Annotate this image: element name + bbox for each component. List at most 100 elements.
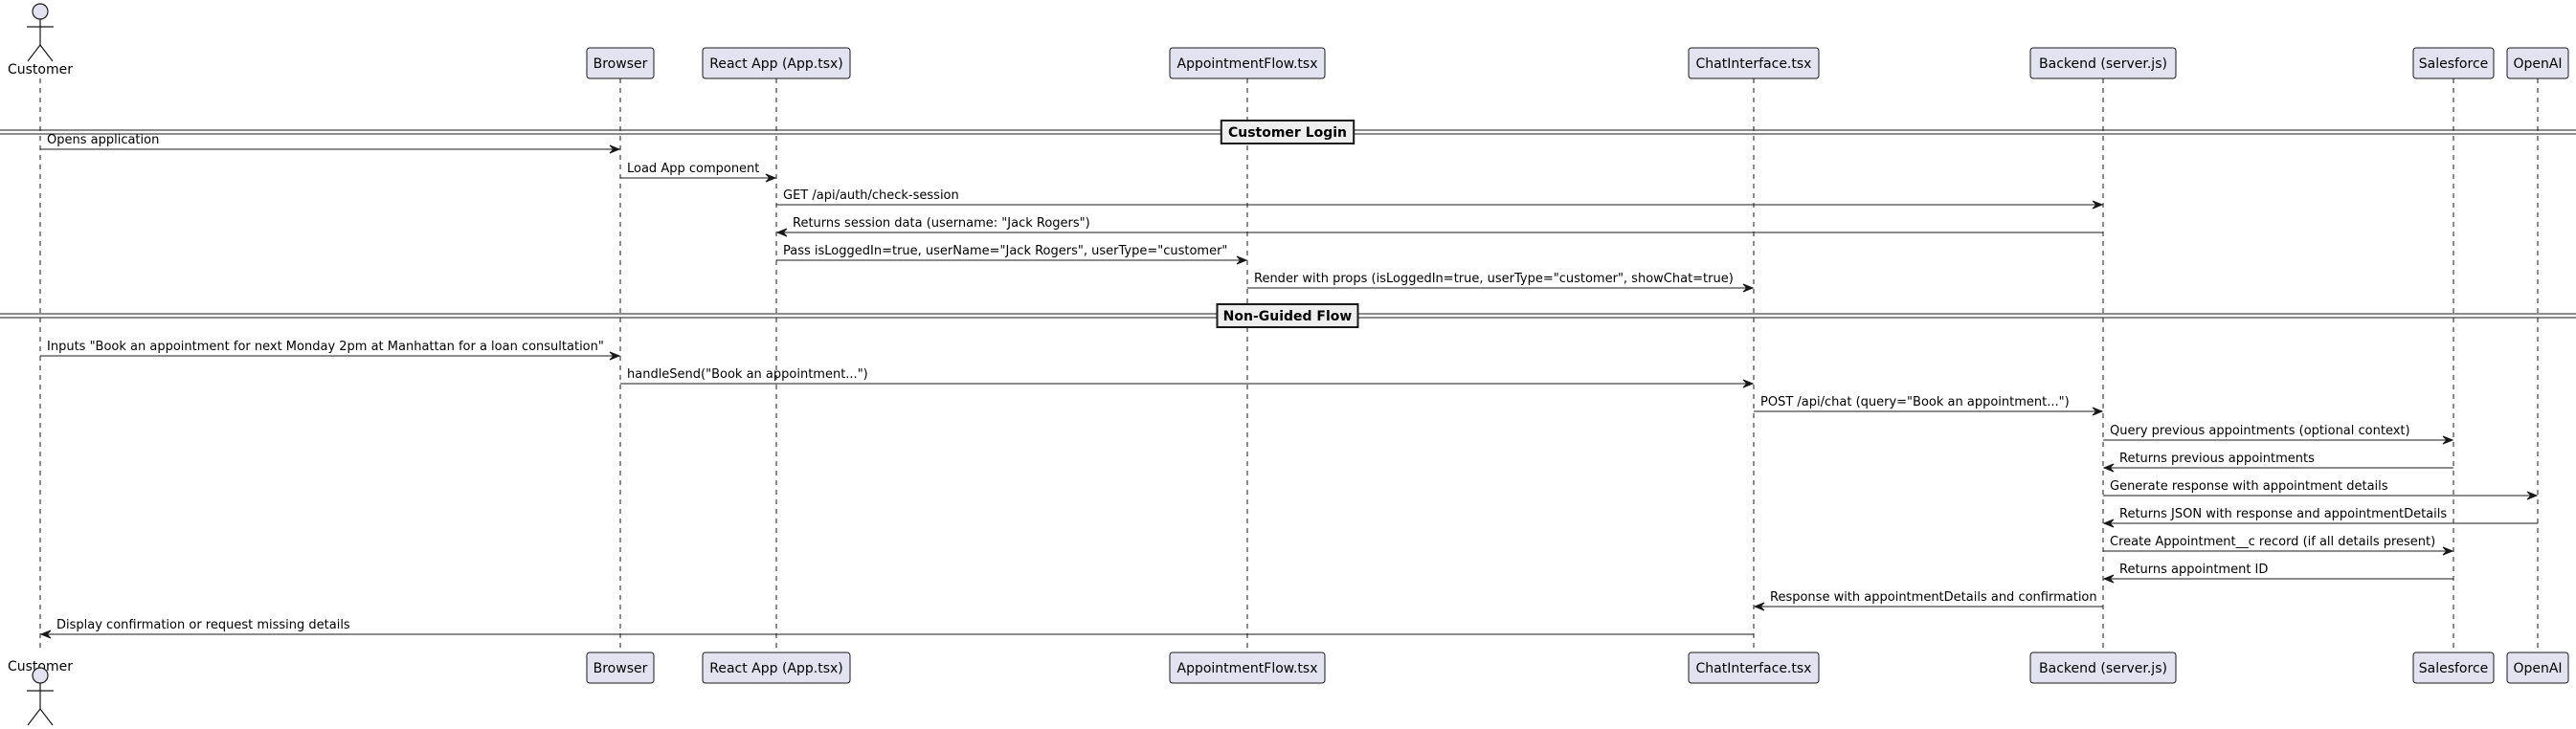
message-label: handleSend("Book an appointment..."): [627, 367, 868, 382]
message-label: GET /api/auth/check-session: [783, 188, 959, 203]
message-label: Load App component: [627, 162, 759, 176]
arrowhead-icon: [1753, 602, 1765, 611]
arrowhead-icon: [39, 630, 52, 639]
participant-box: [1688, 47, 1820, 79]
participant-top-customer: [27, 3, 54, 62]
section-label: Non-Guided Flow: [1223, 309, 1353, 324]
participant-bottom-browser: Browser: [586, 652, 655, 684]
arrowhead-icon: [2526, 491, 2539, 500]
arrowhead-icon: [609, 144, 621, 154]
arrowhead-icon: [2092, 200, 2104, 210]
participant-box: [1169, 47, 1326, 79]
message-label: Generate response with appointment detai…: [2110, 479, 2388, 494]
participant-bottom-backend: Backend (server.js): [2029, 652, 2177, 684]
participant-label: OpenAI: [2513, 661, 2562, 676]
participant-label: OpenAI: [2513, 56, 2562, 72]
arrowhead-icon: [775, 228, 788, 237]
arrowhead-icon: [2442, 435, 2454, 445]
message-label: Returns previous appointments: [2119, 452, 2315, 466]
participant-box: [586, 47, 655, 79]
participant-label-top-customer: Customer: [8, 62, 73, 77]
participant-top-appointment_flow: AppointmentFlow.tsx: [1169, 47, 1326, 79]
participant-box: [2029, 652, 2177, 684]
message-label: Response with appointmentDetails and con…: [1770, 590, 2097, 605]
participant-label: React App (App.tsx): [709, 661, 843, 676]
message-label: POST /api/chat (query="Book an appointme…: [1760, 395, 2070, 409]
participant-bottom-chat_interface: ChatInterface.tsx: [1688, 652, 1820, 684]
message-label: Opens application: [47, 133, 159, 147]
arrowhead-icon: [2102, 463, 2115, 473]
message-arrow: Returns previous appointments: [2102, 452, 2453, 473]
participant-label: React App (App.tsx): [709, 56, 843, 72]
message-arrow: Create Appointment__c record (if all det…: [2103, 535, 2454, 556]
message-label: Returns appointment ID: [2119, 563, 2268, 577]
participant-label: Salesforce: [2419, 661, 2489, 676]
message-arrow: Load App component: [620, 162, 777, 183]
participant-box: [2412, 652, 2495, 684]
message-arrow: Returns JSON with response and appointme…: [2102, 507, 2538, 528]
participant-label: AppointmentFlow.tsx: [1177, 56, 1318, 72]
arrowhead-icon: [609, 351, 621, 361]
arrowhead-icon: [1742, 283, 1755, 293]
participant-bottom-openai: OpenAI: [2506, 652, 2569, 684]
participant-label: ChatInterface.tsx: [1696, 56, 1812, 72]
message-arrow: Render with props (isLoggedIn=true, user…: [1247, 272, 1755, 293]
participant-box: [2506, 652, 2569, 684]
participant-top-backend: Backend (server.js): [2029, 47, 2177, 79]
message-arrow: handleSend("Book an appointment..."): [620, 367, 1755, 388]
arrowhead-icon: [1236, 255, 1248, 265]
message-arrow: GET /api/auth/check-session: [776, 188, 2104, 210]
message-arrow: Opens application: [40, 133, 621, 154]
participant-top-chat_interface: ChatInterface.tsx: [1688, 47, 1820, 79]
message-label: Returns session data (username: "Jack Ro…: [793, 216, 1090, 231]
message-label: Create Appointment__c record (if all det…: [2110, 535, 2435, 549]
participant-label: ChatInterface.tsx: [1696, 661, 1812, 676]
arrowhead-icon: [765, 173, 777, 183]
message-arrow: Returns appointment ID: [2102, 563, 2453, 584]
participant-box: [2412, 47, 2495, 79]
message-label: Returns JSON with response and appointme…: [2119, 507, 2447, 521]
participant-label: Browser: [594, 661, 648, 676]
participant-bottom-react_app: React App (App.tsx): [702, 652, 851, 684]
participant-label: AppointmentFlow.tsx: [1177, 661, 1318, 676]
message-label: Display confirmation or request missing …: [56, 618, 350, 632]
participant-box: [2506, 47, 2569, 79]
participant-top-react_app: React App (App.tsx): [702, 47, 851, 79]
actor-icon: [27, 3, 54, 62]
message-arrow: POST /api/chat (query="Book an appointme…: [1754, 395, 2104, 416]
section-divider: Customer Login: [0, 120, 2576, 144]
message-arrow: Returns session data (username: "Jack Ro…: [775, 216, 2103, 237]
arrowhead-icon: [1742, 379, 1755, 388]
section-label: Customer Login: [1228, 125, 1347, 141]
arrowhead-icon: [2102, 574, 2115, 584]
participant-label: Backend (server.js): [2039, 56, 2167, 72]
actor-icon: [27, 667, 54, 726]
participant-box: [2029, 47, 2177, 79]
message-arrow: Response with appointmentDetails and con…: [1753, 590, 2103, 611]
message-arrow: Pass isLoggedIn=true, userName="Jack Rog…: [776, 244, 1248, 265]
participant-label: Backend (server.js): [2039, 661, 2167, 676]
participant-box: [1688, 652, 1820, 684]
participant-label: Browser: [594, 56, 648, 72]
section-divider: Non-Guided Flow: [0, 303, 2576, 328]
participant-bottom-salesforce: Salesforce: [2412, 652, 2495, 684]
arrowhead-icon: [2102, 519, 2115, 528]
participant-bottom-appointment_flow: AppointmentFlow.tsx: [1169, 652, 1326, 684]
participant-label-bottom-customer: Customer: [8, 659, 73, 674]
arrowhead-icon: [2442, 546, 2454, 556]
participant-box: [702, 652, 851, 684]
participant-top-openai: OpenAI: [2506, 47, 2569, 79]
message-arrow: Inputs "Book an appointment for next Mon…: [40, 340, 621, 361]
participant-top-salesforce: Salesforce: [2412, 47, 2495, 79]
participant-label: Salesforce: [2419, 56, 2489, 72]
arrowhead-icon: [2092, 407, 2104, 416]
participant-box: [586, 652, 655, 684]
participant-box: [702, 47, 851, 79]
message-label: Query previous appointments (optional co…: [2110, 424, 2410, 438]
message-arrow: Query previous appointments (optional co…: [2103, 424, 2454, 445]
participant-box: [1169, 652, 1326, 684]
message-label: Inputs "Book an appointment for next Mon…: [47, 340, 604, 354]
participant-bottom-customer: [27, 667, 54, 726]
message-label: Render with props (isLoggedIn=true, user…: [1254, 272, 1734, 286]
